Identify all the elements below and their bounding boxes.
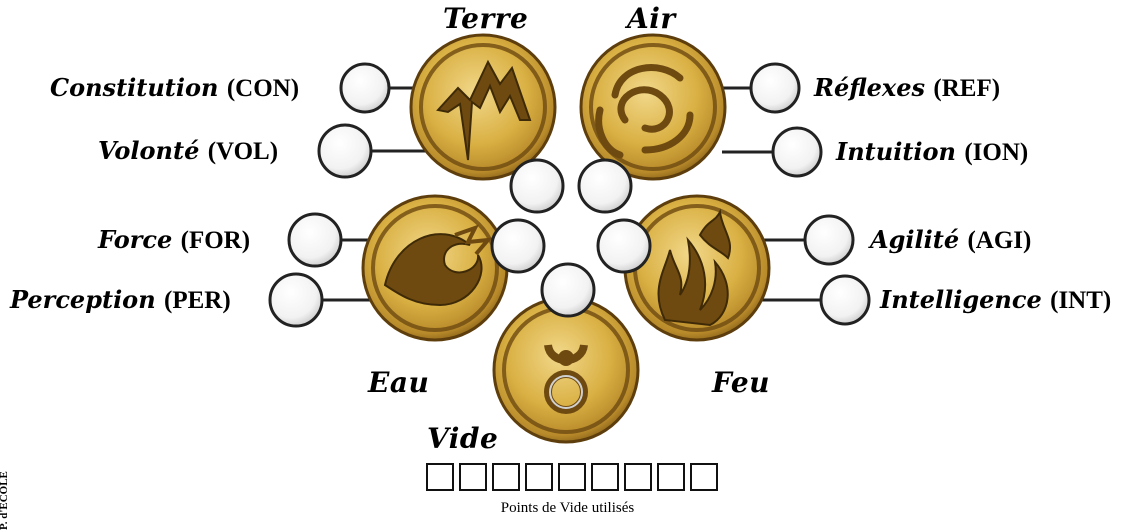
- perception-name: Perception: [10, 285, 156, 314]
- perception-value-circle[interactable]: [270, 274, 322, 326]
- constitution-label: Constitution (CON): [50, 73, 299, 104]
- air-ring-value-circle[interactable]: [579, 160, 631, 212]
- intuition-abbr: (ION): [964, 139, 1028, 166]
- air-medallion: [581, 35, 725, 179]
- feu-medallion: [625, 196, 769, 340]
- reflexes-label: Réflexes (REF): [814, 73, 1000, 104]
- force-label: Force (FOR): [98, 225, 250, 256]
- eau-ring-value-circle[interactable]: [492, 220, 544, 272]
- reflexes-abbr: (REF): [933, 75, 1000, 102]
- intelligence-label: Intelligence (INT): [880, 285, 1111, 316]
- agilite-value-circle[interactable]: [805, 216, 853, 264]
- eau-label: Eau: [368, 368, 429, 398]
- reflexes-value-circle[interactable]: [751, 64, 799, 112]
- side-page-text: P. d'ÉCOLE: [0, 455, 18, 530]
- volonte-abbr: (VOL): [208, 138, 278, 165]
- eau-medallion: [363, 196, 507, 340]
- void-point-box[interactable]: [657, 463, 685, 491]
- void-point-box[interactable]: [558, 463, 586, 491]
- void-point-box[interactable]: [690, 463, 718, 491]
- feu-label: Feu: [712, 368, 770, 398]
- perception-abbr: (PER): [164, 287, 231, 314]
- intuition-label: Intuition (ION): [836, 137, 1028, 168]
- intelligence-name: Intelligence: [880, 285, 1042, 314]
- terre-medallion: [411, 35, 555, 179]
- agilite-abbr: (AGI): [967, 227, 1031, 254]
- vide-ring-value-circle[interactable]: [542, 264, 594, 316]
- void-point-box[interactable]: [426, 463, 454, 491]
- intuition-name: Intuition: [836, 137, 956, 166]
- feu-ring-value-circle[interactable]: [598, 220, 650, 272]
- constitution-abbr: (CON): [227, 75, 299, 102]
- void-point-box[interactable]: [624, 463, 652, 491]
- air-label: Air: [627, 4, 676, 34]
- constitution-name: Constitution: [50, 73, 218, 102]
- constitution-value-circle[interactable]: [341, 64, 389, 112]
- force-name: Force: [98, 225, 172, 254]
- perception-label: Perception (PER): [10, 285, 231, 316]
- void-point-box[interactable]: [525, 463, 553, 491]
- force-value-circle[interactable]: [289, 214, 341, 266]
- terre-label: Terre: [443, 4, 528, 34]
- vide-medallion: [494, 298, 638, 442]
- void-point-box[interactable]: [492, 463, 520, 491]
- intelligence-abbr: (INT): [1050, 287, 1111, 314]
- terre-ring-value-circle[interactable]: [511, 160, 563, 212]
- volonte-label: Volonté (VOL): [98, 136, 278, 167]
- volonte-name: Volonté: [98, 136, 199, 165]
- void-points-caption: Points de Vide utilisés: [0, 500, 1135, 517]
- force-abbr: (FOR): [181, 227, 250, 254]
- vide-label: Vide: [427, 424, 498, 454]
- agilite-name: Agilité: [870, 225, 959, 254]
- volonte-value-circle[interactable]: [319, 125, 371, 177]
- void-point-box[interactable]: [591, 463, 619, 491]
- agilite-label: Agilité (AGI): [870, 225, 1031, 256]
- intelligence-value-circle[interactable]: [821, 276, 869, 324]
- intuition-value-circle[interactable]: [773, 128, 821, 176]
- void-point-box[interactable]: [459, 463, 487, 491]
- reflexes-name: Réflexes: [814, 73, 925, 102]
